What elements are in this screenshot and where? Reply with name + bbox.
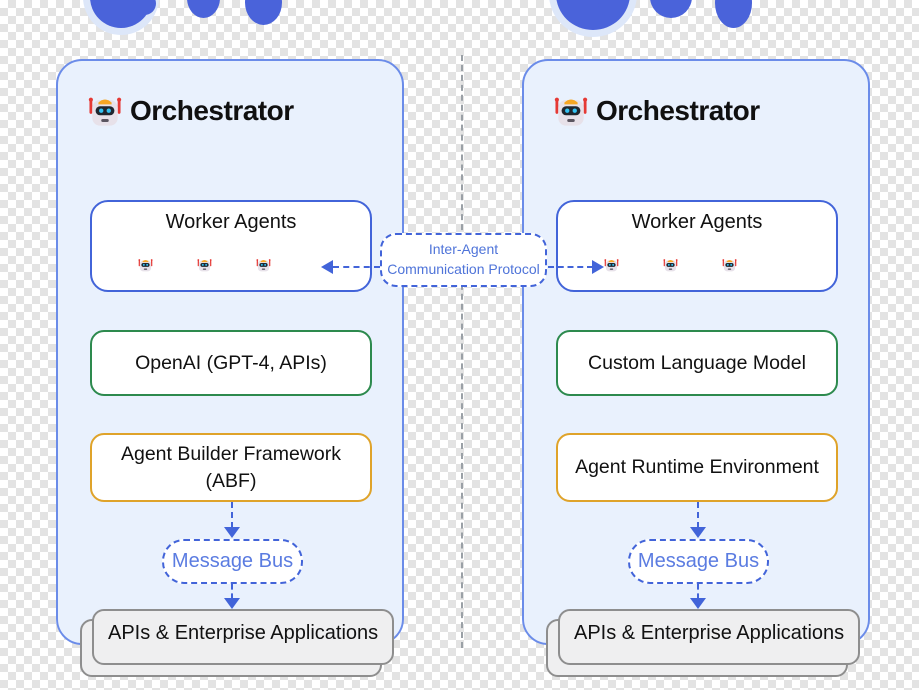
worker-robot-icon: [663, 258, 678, 272]
message-bus-box: Message Bus: [162, 539, 303, 584]
decor-blob-small-right-1: [650, 0, 692, 18]
arrowhead-left-icon: [321, 260, 333, 274]
decor-blob-bump-left: [133, 0, 156, 15]
decor-blob-small-right-2: [715, 0, 752, 28]
worker-agents-title: Worker Agents: [631, 211, 763, 233]
worker-agents-box: Worker Agents: [90, 200, 372, 292]
flow-arrow-framework-to-bus: [231, 502, 233, 528]
inter-agent-arrow-left: [333, 266, 380, 268]
language-model-box: Custom Language Model: [556, 330, 838, 396]
flow-arrow-runtime-to-bus: [697, 502, 699, 528]
inter-agent-label-line1: Inter-Agent: [428, 241, 499, 258]
agent-runtime-box: Agent Runtime Environment: [556, 433, 838, 502]
flow-arrow-bus-to-apps: [697, 584, 699, 599]
worker-robot-icon: [138, 258, 153, 272]
apps-enterprise-box: APIs & Enterprise Applications: [558, 609, 860, 665]
worker-robot-icon: [197, 258, 212, 272]
panel-header: Orchestrator: [554, 95, 760, 127]
apps-enterprise-box: APIs & Enterprise Applications: [92, 609, 394, 665]
robot-icon: [554, 95, 588, 127]
orchestrator-panel-right: Orchestrator Worker Agents Custom Langua…: [522, 59, 870, 677]
worker-agents-title: Worker Agents: [165, 211, 297, 233]
arrowhead-right-icon: [592, 260, 604, 274]
inter-agent-protocol-box: Inter-Agent Communication Protocol: [380, 233, 547, 287]
inter-agent-label-line2: Communication Protocol: [387, 261, 540, 277]
arrowhead-down-icon: [224, 598, 240, 609]
arrowhead-down-icon: [690, 598, 706, 609]
worker-robots-row: [604, 258, 737, 272]
arrowhead-down-icon: [224, 527, 240, 538]
arrowhead-down-icon: [690, 527, 706, 538]
decor-blob-small-left-1: [187, 0, 220, 18]
language-model-box: OpenAI (GPT-4, APIs): [90, 330, 372, 396]
decor-blob-bump-right: [598, 0, 621, 17]
worker-robot-icon: [604, 258, 619, 272]
orchestrator-panel-left: Orchestrator Worker Agents OpenAI (GPT-4…: [56, 59, 404, 677]
worker-agents-box: Worker Agents: [556, 200, 838, 292]
panel-divider-line: [461, 55, 463, 648]
message-bus-box: Message Bus: [628, 539, 769, 584]
inter-agent-arrow-right: [548, 266, 593, 268]
agent-framework-box: Agent Builder Framework (ABF): [90, 433, 372, 502]
orchestrator-title: Orchestrator: [596, 95, 760, 126]
flow-arrow-bus-to-apps: [231, 584, 233, 599]
orchestrator-title: Orchestrator: [130, 95, 294, 126]
panel-header: Orchestrator: [88, 95, 294, 127]
decor-blob-small-left-2: [245, 0, 282, 25]
robot-icon: [88, 95, 122, 127]
worker-robot-icon: [722, 258, 737, 272]
worker-robot-icon: [256, 258, 271, 272]
worker-robots-row: [138, 258, 271, 272]
